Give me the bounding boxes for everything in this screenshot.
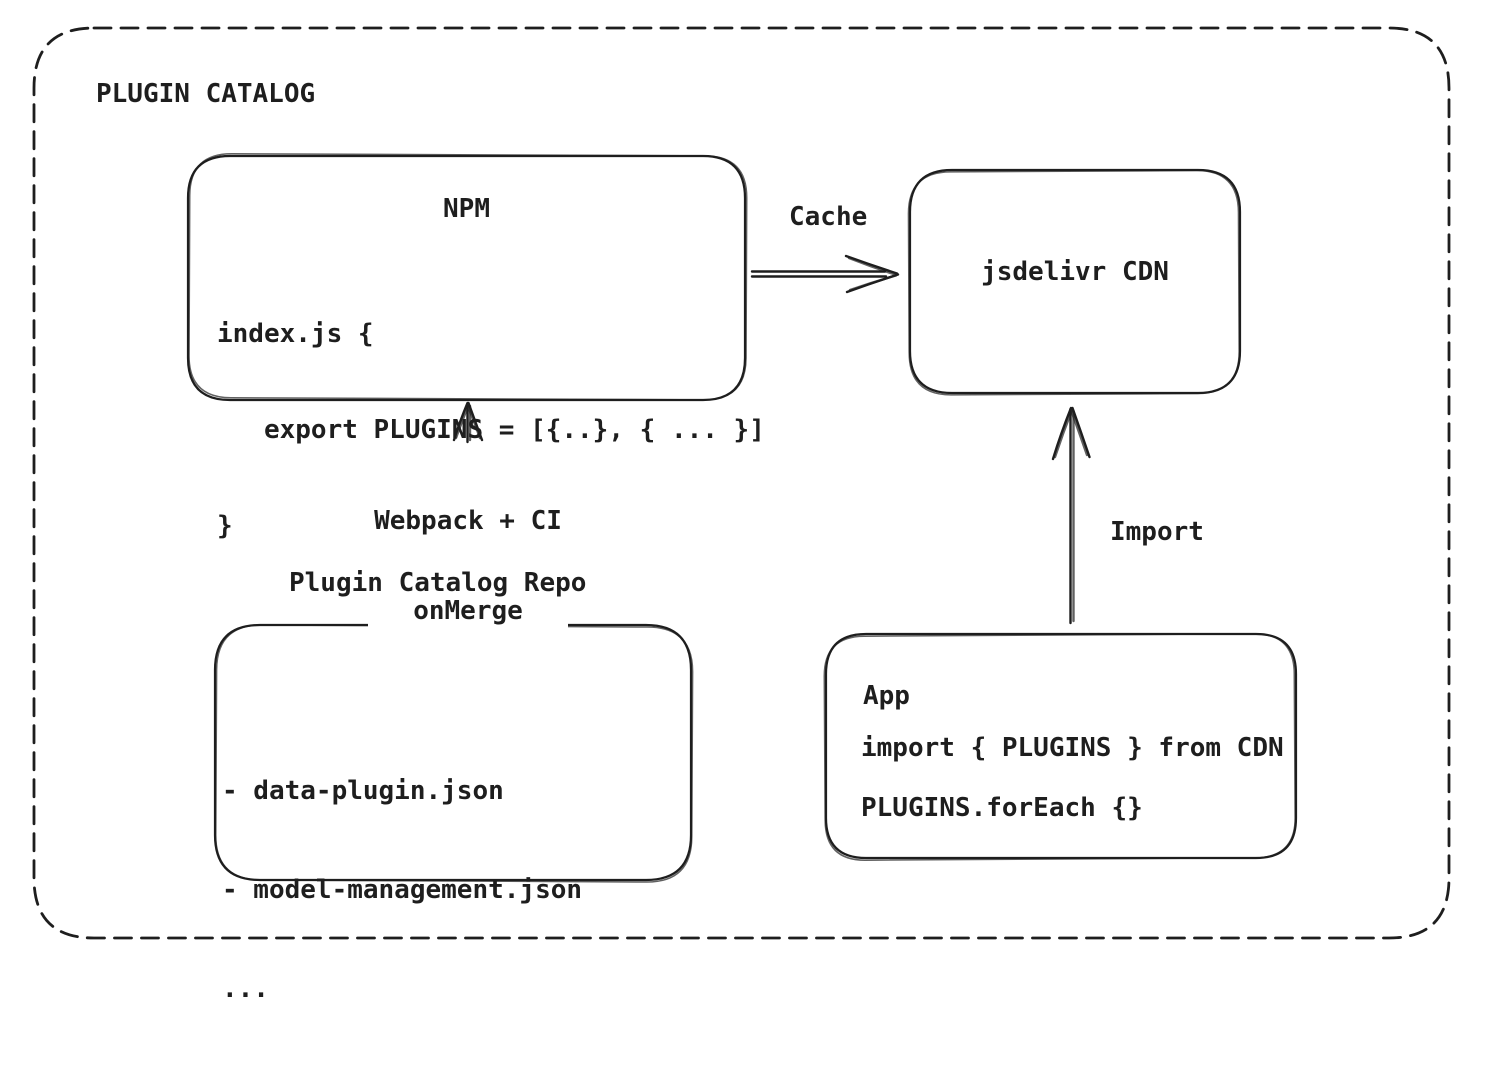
repo-item: - data-plugin.json bbox=[222, 776, 504, 806]
build-edge-label: Webpack + CI onMerge bbox=[368, 446, 568, 686]
repo-node-label: Plugin Catalog Repo bbox=[289, 568, 587, 598]
build-edge-label-line1: Webpack + CI bbox=[374, 506, 562, 536]
cache-arrow bbox=[750, 254, 900, 294]
cdn-node-box-sketch bbox=[907, 169, 1240, 396]
diagram-canvas: PLUGIN CATALOG NPM index.js { export PLU… bbox=[32, 26, 1451, 1004]
repo-node-items: - data-plugin.json - model-management.js… bbox=[222, 709, 582, 1072]
npm-code-line: export PLUGINS = [{..}, { ... }] bbox=[217, 415, 765, 445]
repo-item: - model-management.json bbox=[222, 875, 583, 905]
import-edge-label: Import bbox=[1110, 517, 1204, 547]
repo-node-box-sketch bbox=[215, 624, 694, 883]
app-code-line: PLUGINS.forEach {} bbox=[861, 793, 1143, 823]
app-node-box-sketch bbox=[823, 633, 1296, 861]
app-node-title: App bbox=[863, 681, 910, 711]
cache-edge-label: Cache bbox=[789, 202, 868, 232]
npm-code-line: } bbox=[217, 511, 233, 541]
repo-item: ... bbox=[222, 974, 269, 1004]
diagram-title: PLUGIN CATALOG bbox=[96, 79, 316, 109]
cdn-node-label: jsdelivr CDN bbox=[981, 257, 1169, 287]
plugin-catalog-frame bbox=[32, 26, 1451, 940]
diagram-shapes-layer bbox=[32, 26, 1451, 940]
npm-node-title: NPM bbox=[443, 194, 490, 224]
npm-node-box-sketch bbox=[188, 153, 748, 401]
import-arrow bbox=[1051, 406, 1091, 625]
npm-node-code: index.js { export PLUGINS = [{..}, { ...… bbox=[217, 254, 765, 606]
npm-code-line: index.js { bbox=[217, 319, 374, 349]
app-code-line: import { PLUGINS } from CDN bbox=[861, 733, 1284, 763]
build-edge-label-line2: onMerge bbox=[413, 596, 523, 626]
